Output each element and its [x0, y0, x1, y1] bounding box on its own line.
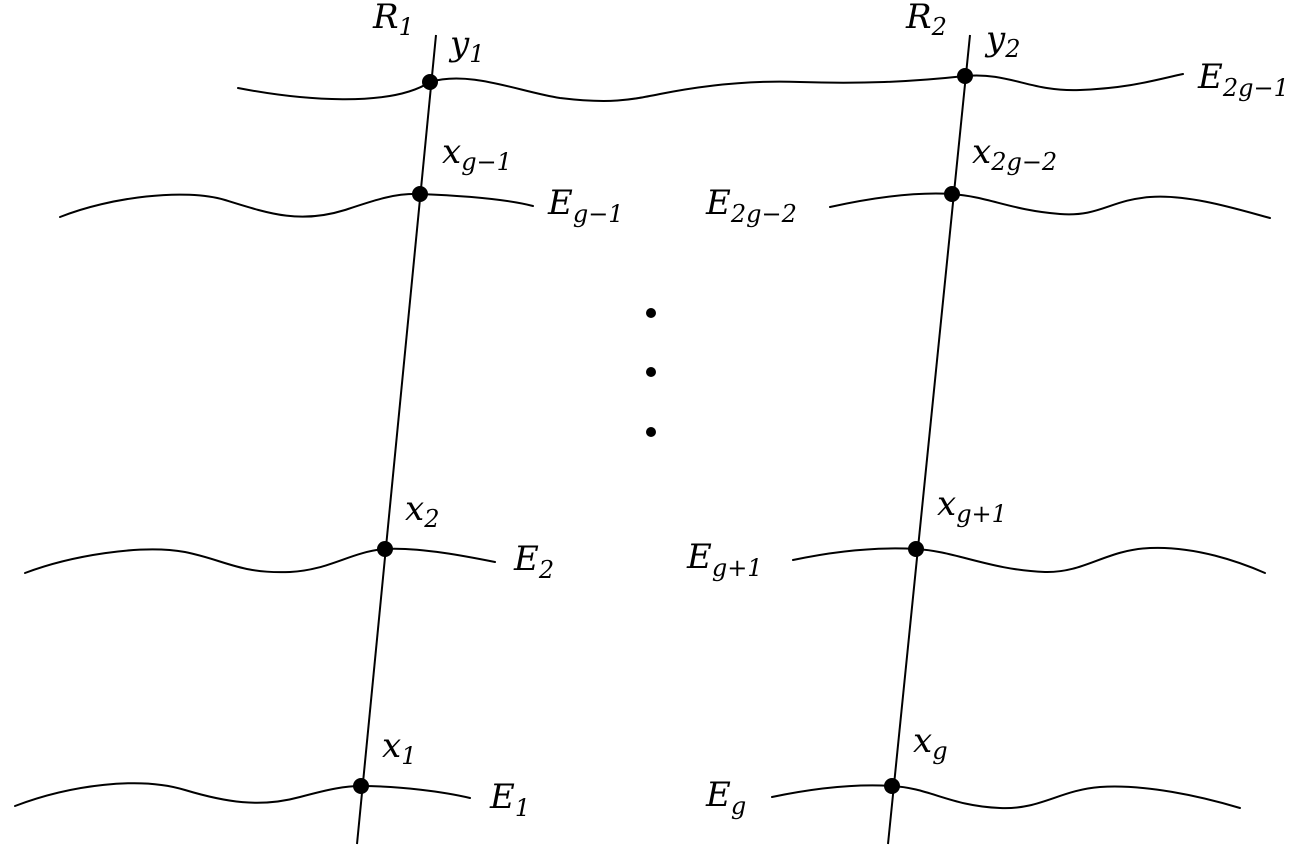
point-x2 [377, 541, 393, 557]
curve-E2g-2 [829, 192, 1271, 219]
label-x2: x2 [405, 489, 439, 533]
label-x1: x1 [382, 726, 416, 770]
point-xg [884, 778, 900, 794]
label-E2: E2 [513, 539, 554, 584]
label-E2g-1: E2g−1 [1197, 57, 1289, 102]
ellipsis-dot [646, 427, 656, 437]
ellipsis-dot [646, 367, 656, 377]
ellipsis-dot [646, 308, 656, 318]
label-x2g-2: x2g−2 [972, 132, 1057, 176]
curve-E2 [24, 547, 496, 574]
label-E2g-2: E2g−2 [705, 183, 797, 228]
label-R2: R2 [905, 0, 947, 41]
label-xg+1: xg+1 [937, 484, 1007, 528]
curve-E2g-1 [237, 73, 1184, 102]
curve-Eg+1 [792, 546, 1266, 574]
curve-R1 [356, 34, 437, 845]
curve-Eg [771, 784, 1241, 810]
label-E1: E1 [489, 777, 530, 822]
label-xg: xg [913, 721, 948, 765]
point-y2 [957, 68, 973, 84]
curve-R2 [887, 34, 971, 845]
point-x1 [353, 778, 369, 794]
curve-E1 [14, 782, 471, 807]
label-Eg: Eg [705, 775, 746, 820]
point-xg-1 [412, 186, 428, 202]
curve-Eg-1 [59, 192, 534, 218]
point-xg+1 [908, 541, 924, 557]
label-Eg+1: Eg+1 [686, 537, 763, 582]
label-R1: R1 [372, 0, 414, 41]
label-xg-1: xg−1 [442, 132, 512, 176]
label-y2: y2 [984, 19, 1021, 63]
point-x2g-2 [944, 186, 960, 202]
label-y1: y1 [448, 24, 485, 68]
label-Eg-1: Eg−1 [547, 183, 624, 228]
point-y1 [422, 74, 438, 90]
